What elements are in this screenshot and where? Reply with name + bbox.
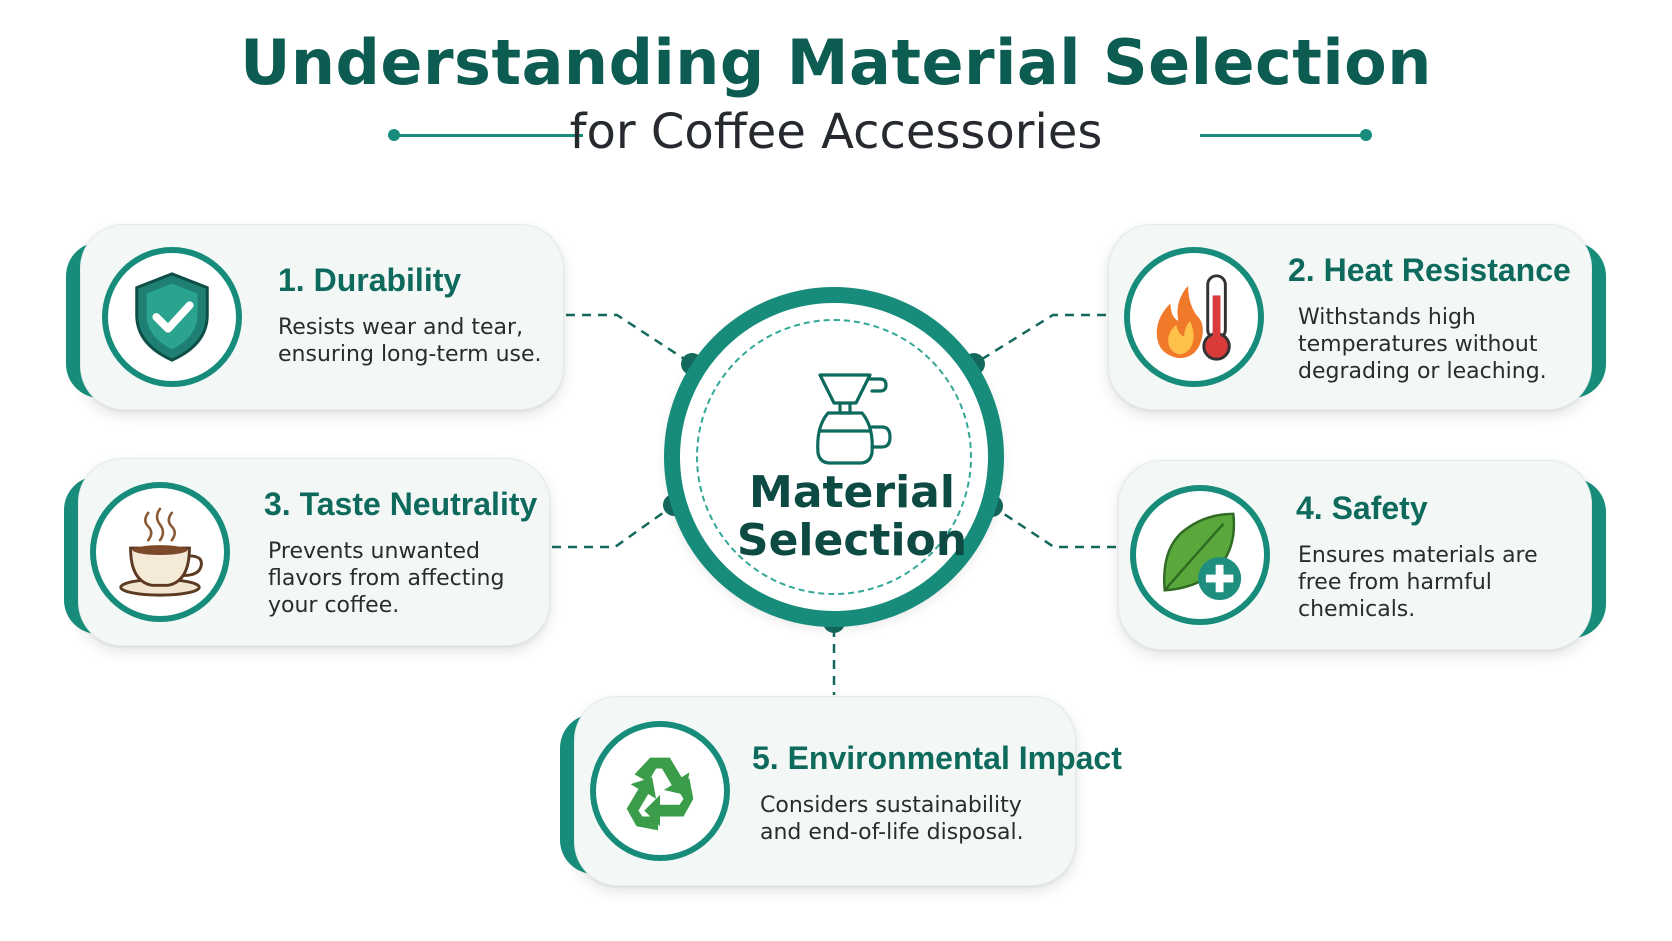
factor-description-line: temperatures without <box>1298 332 1538 357</box>
factor-description: Ensures materials are free from harmful … <box>1298 542 1538 623</box>
connector-safety <box>991 504 1116 549</box>
hub-label-line-2: Selection <box>736 515 968 566</box>
hub-label: Material Selection <box>698 469 1006 565</box>
coffee-cup-icon <box>119 507 203 597</box>
connector-taste-neutrality <box>552 503 675 549</box>
flame-thermometer-icon <box>1156 274 1231 361</box>
factor-description-line: your coffee. <box>268 593 400 618</box>
page-title: Understanding Material Selection <box>240 26 1432 99</box>
icon-badge <box>90 482 230 622</box>
factor-card-durability: 1. Durability Resists wear and tear, ens… <box>66 224 564 410</box>
factor-description-line: Resists wear and tear, <box>278 315 524 340</box>
subtitle-rule-dot-left <box>388 129 400 141</box>
subtitle-rule-dot-right <box>1360 129 1372 141</box>
factor-title: 1. Durability <box>278 262 462 298</box>
factor-description-line: free from harmful <box>1298 570 1492 595</box>
pour-over-coffee-icon <box>816 373 892 465</box>
factor-description-line: and end-of-life disposal. <box>760 820 1024 845</box>
leaf-plus-icon <box>1163 512 1242 601</box>
factor-description-line: Considers sustainability <box>760 793 1022 818</box>
subtitle-row: for Coffee Accessories <box>0 104 1672 164</box>
factor-description: Prevents unwanted flavors from affecting… <box>268 538 504 619</box>
factor-title: 3. Taste Neutrality <box>264 486 538 522</box>
recycle-icon <box>626 757 694 831</box>
page-subtitle: for Coffee Accessories <box>569 104 1103 160</box>
factor-description-line: Withstands high <box>1298 305 1476 330</box>
factor-description: Considers sustainability and end-of-life… <box>760 792 1024 846</box>
factor-description-line: ensuring long-term use. <box>278 342 542 367</box>
factor-description-line: flavors from affecting <box>268 566 505 591</box>
factor-title: 2. Heat Resistance <box>1288 252 1571 288</box>
hub-circle: Material Selection <box>664 287 1004 627</box>
factor-description: Withstands high temperatures without deg… <box>1298 304 1547 385</box>
factor-card-heat-resistance: 2. Heat Resistance Withstands high tempe… <box>1108 224 1606 410</box>
subtitle-rule-right <box>1200 134 1365 137</box>
factor-description-line: degrading or leaching. <box>1298 359 1547 384</box>
icon-badge <box>1130 485 1270 625</box>
factor-description-line: Prevents unwanted <box>268 539 480 564</box>
factor-description-line: chemicals. <box>1298 597 1416 622</box>
connector-heat-resistance <box>973 313 1106 366</box>
icon-badge <box>590 721 730 861</box>
factor-description-line: Ensures materials are <box>1298 543 1538 568</box>
shield-check-icon <box>135 272 209 362</box>
hub-inner-ring: Material Selection <box>696 319 972 595</box>
connector-durability <box>566 313 693 366</box>
factor-title: 5. Environmental Impact <box>752 740 1122 776</box>
factor-card-taste-neutrality: 3. Taste Neutrality Prevents unwanted fl… <box>64 458 550 646</box>
factor-title: 4. Safety <box>1296 490 1428 526</box>
factor-card-safety: 4. Safety Ensures materials are free fro… <box>1118 460 1606 650</box>
subtitle-rule-left <box>393 134 583 137</box>
factor-description: Resists wear and tear, ensuring long-ter… <box>278 314 542 368</box>
icon-badge <box>102 247 242 387</box>
icon-badge <box>1124 247 1264 387</box>
hub-label-line-1: Material <box>749 467 955 518</box>
factor-card-environmental-impact: 5. Environmental Impact Considers sustai… <box>560 696 1122 886</box>
